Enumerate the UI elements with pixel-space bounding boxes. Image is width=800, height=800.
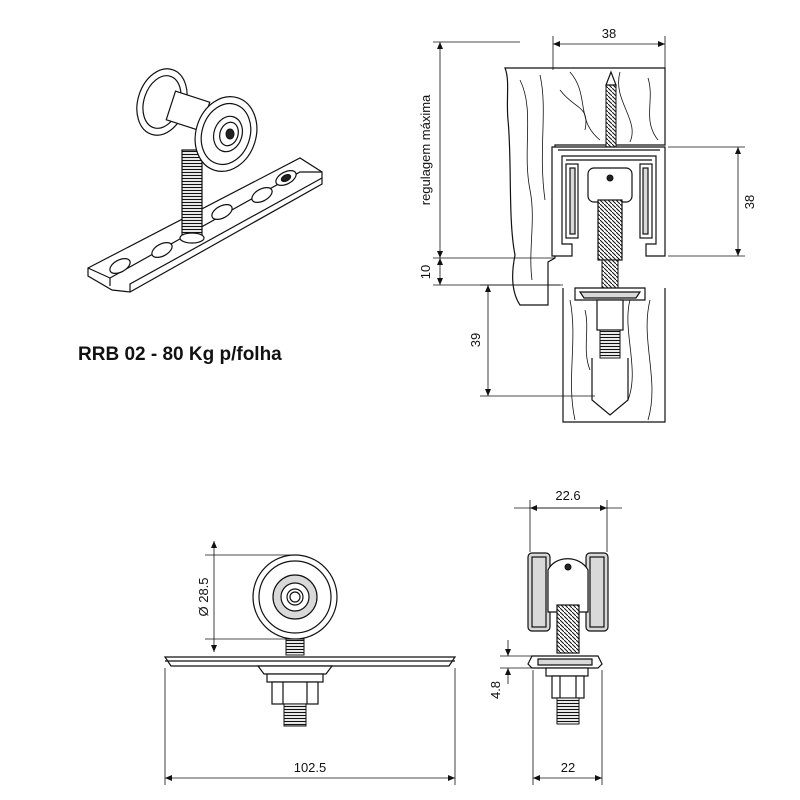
front-view: Ø 28.5 102.5 [163,541,457,785]
dim-adjust: regulagem máxima [418,41,520,258]
product-title: RRB 02 - 80 Kg p/folha [78,344,282,365]
dim-top-width-label: 38 [602,26,616,41]
dim-wheel-diameter-label: Ø 28.5 [196,577,211,616]
isometric-view [87,68,323,293]
dim-wheel-diameter: Ø 28.5 [196,541,295,652]
door-panel [562,287,666,423]
section-trolley [587,167,633,291]
isometric-plate [87,157,323,293]
dim-bracket-width-label: 22.6 [555,488,580,503]
section-view: 38 38 regulagem máxima 10 39 [418,26,757,423]
front-bolt-upper [285,638,305,656]
side-bolt [556,604,580,654]
dim-bracket-width: 22.6 [514,488,622,552]
dim-track-height: 38 [668,146,757,257]
front-plate [163,656,457,675]
dim-door-depth-label: 39 [468,333,483,347]
dim-adjust-label: regulagem máxima [418,94,433,205]
wood-header [504,67,666,306]
dim-base-width-label: 22 [561,760,575,775]
dim-gap-label: 10 [418,265,433,279]
side-bracket [527,655,603,725]
isometric-bolt [179,149,205,244]
dim-nut-height-label: 4.8 [488,681,503,699]
dim-door-depth: 39 [468,284,595,397]
isometric-wheels [136,68,258,172]
dim-gap: 10 [418,257,563,286]
side-view: 22.6 22 4.8 [488,488,622,785]
wood-screw [605,70,617,148]
dim-track-height-label: 38 [742,195,757,209]
front-wheel [252,554,338,640]
side-wheels [527,552,609,632]
aluminium-track [551,146,666,257]
dim-plate-length-label: 102.5 [294,760,327,775]
dim-base-width: 22 [532,670,603,785]
dim-top-width: 38 [552,26,666,70]
front-nut [266,673,324,727]
dim-nut-height: 4.8 [488,640,532,699]
dim-plate-length: 102.5 [164,668,456,785]
